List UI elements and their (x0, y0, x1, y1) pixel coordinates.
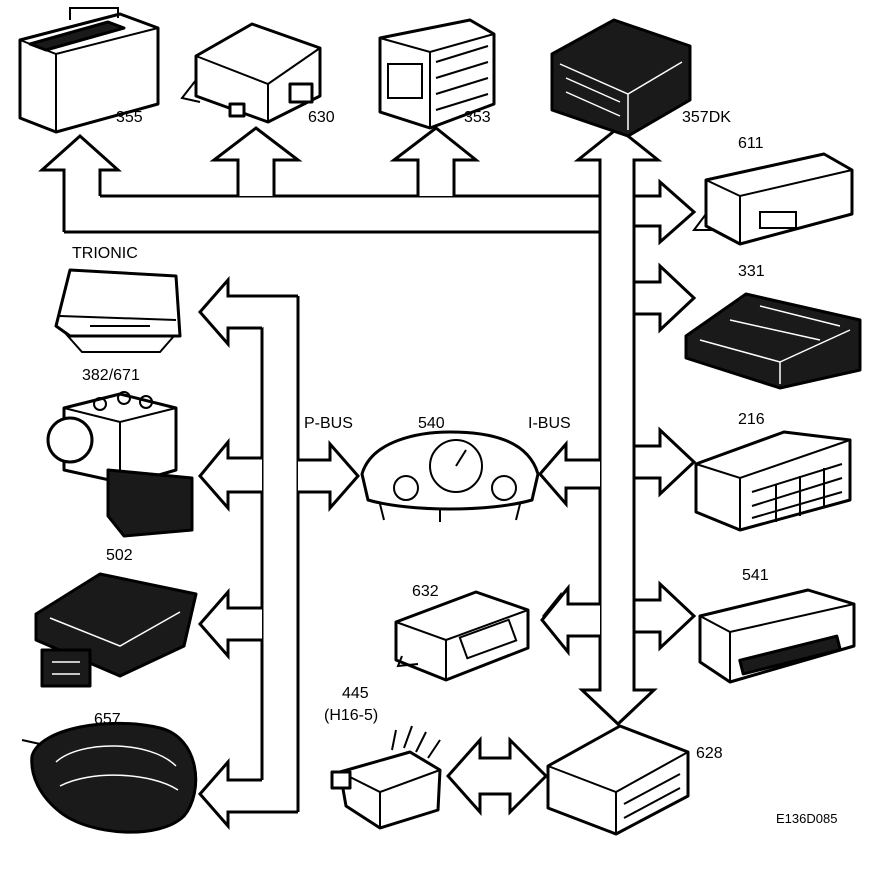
label-355: 355 (116, 109, 143, 126)
arrow-502 (198, 588, 262, 660)
arrow-540-pbus (298, 440, 360, 512)
label-445-sub: (H16-5) (324, 707, 379, 724)
module-657-drawing (21, 721, 198, 834)
p-bus-left-trunk (198, 276, 360, 830)
module-628-drawing (546, 724, 690, 836)
module-445-drawing (330, 725, 442, 830)
arrow-up-353 (389, 126, 481, 196)
label-353: 353 (464, 109, 491, 126)
label-trionic: TRIONIC (72, 245, 138, 262)
label-502: 502 (106, 547, 133, 564)
label-p-bus: P-BUS (304, 415, 353, 432)
label-632: 632 (412, 583, 439, 600)
label-540: 540 (418, 415, 445, 432)
i-bus-right-trunk (538, 176, 697, 727)
i-bus-top-arrows (38, 126, 663, 234)
arrow-up-355 (38, 133, 122, 232)
label-611: 611 (738, 135, 764, 152)
label-657: 657 (94, 711, 121, 728)
module-216-drawing (694, 430, 852, 532)
module-331-drawing (684, 292, 862, 390)
arrow-445-628 (445, 736, 549, 816)
label-630: 630 (308, 109, 335, 126)
module-540-drawing (360, 430, 540, 522)
module-541-drawing (698, 588, 856, 684)
label-216: 216 (738, 411, 765, 428)
label-445: 445 (342, 685, 369, 702)
label-628: 628 (696, 745, 723, 762)
module-355-drawing (18, 7, 160, 134)
label-382-671: 382/671 (82, 367, 140, 384)
module-502-drawing (34, 572, 198, 688)
arrow-540-ibus (538, 439, 600, 509)
label-reference: E136D085 (776, 811, 838, 826)
arrow-657 (198, 758, 298, 830)
module-353-drawing (378, 18, 496, 130)
arrow-up-630 (209, 126, 303, 196)
module-630-drawing (180, 22, 322, 124)
label-i-bus: I-BUS (528, 415, 571, 432)
module-632-drawing (394, 590, 530, 682)
label-541: 541 (742, 567, 769, 584)
module-357dk-drawing (550, 18, 692, 138)
arrow-382 (198, 437, 262, 512)
label-357dk: 357DK (682, 109, 731, 126)
module-611-drawing (692, 152, 854, 246)
label-331: 331 (738, 263, 765, 280)
module-382-drawing (46, 391, 194, 538)
arrow-632 (540, 583, 600, 657)
arrow-trionic (198, 276, 298, 348)
module-trionic-drawing (54, 268, 182, 353)
